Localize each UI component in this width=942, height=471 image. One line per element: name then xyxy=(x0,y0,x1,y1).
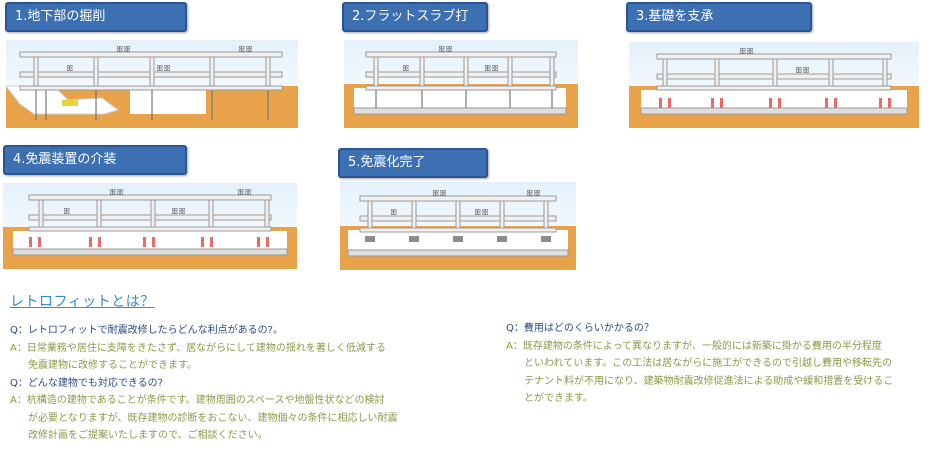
svg-text:ꕥꕥ: ꕥꕥ xyxy=(795,66,810,75)
step-1-diagram: ꕥꕥ ꕥ ꕥꕥ ꕥꕥ xyxy=(6,40,298,128)
step-3-diagram: ꕥꕥ ꕥꕥ xyxy=(629,42,919,128)
svg-text:ꕥꕥ: ꕥꕥ xyxy=(238,45,253,54)
svg-text:ꕥꕥ: ꕥꕥ xyxy=(484,64,499,73)
svg-text:ꕥꕥ: ꕥꕥ xyxy=(526,189,541,198)
section-title: レトロフィットとは？ xyxy=(10,294,155,310)
step-label: 1.地下部の掘削 xyxy=(5,2,187,32)
svg-text:ꕥ: ꕥ xyxy=(63,207,70,216)
svg-text:ꕥꕥ: ꕥꕥ xyxy=(432,189,447,198)
svg-text:ꕥꕥ: ꕥꕥ xyxy=(116,45,131,54)
question: Q：どんな建物でも対応できるの? xyxy=(10,377,163,389)
step-label: 2.フラットスラブ打 xyxy=(342,2,488,32)
question: Q：費用はどのくらいかかるの？ xyxy=(506,323,654,334)
answer-continued: 免震建物に改修することができます。 xyxy=(28,360,197,371)
svg-text:ꕥꕥ: ꕥꕥ xyxy=(438,45,453,54)
question: Q：レトロフィットで耐震改修したらどんな利点があるの?。 xyxy=(10,325,283,336)
answer: A：日常業務や居住に支障をきたさず、居ながらにして建物の揺れを著しく低減する xyxy=(10,342,386,354)
step-label: 3.基礎を支承 xyxy=(626,2,812,32)
answer-continued: とができます。 xyxy=(524,393,593,404)
step-5-diagram: ꕥꕥ ꕥ ꕥꕥ ꕥꕥ xyxy=(340,182,576,270)
answer-continued: 改修計画をご提案いたしますので、ご相談ください。 xyxy=(28,430,268,441)
svg-text:ꕥ: ꕥ xyxy=(402,64,409,73)
qa-right: Q：費用はどのくらいかかるの？ A：既存建物の条件によって異なりますが、一般的に… xyxy=(506,320,938,408)
svg-text:ꕥꕥ: ꕥꕥ xyxy=(109,188,124,197)
answer-continued: が必要となりますが、既存建物の診断をおこない、建物個々の条件に相応しい耐震 xyxy=(28,412,398,424)
answer-continued: といわれています。この工法は居ながらに施工ができるので引越し費用や移転先の xyxy=(524,358,892,369)
svg-text:ꕥꕥ: ꕥꕥ xyxy=(237,188,252,197)
answer: A：既存建物の条件によって異なりますが、一般的には新築に掛かる費用の半分程度 xyxy=(506,340,882,352)
step-label: 5.免震化完了 xyxy=(338,148,488,178)
svg-text:ꕥ: ꕥ xyxy=(390,208,397,217)
answer-continued: テナント料が不用になり、建築物耐震改修促進法による助成や緩和措置を受けるこ xyxy=(524,375,894,387)
step-4-diagram: ꕥꕥ ꕥ ꕥꕥ ꕥꕥ xyxy=(3,183,297,269)
step-label: 4.免震装置の介装 xyxy=(3,145,187,175)
svg-text:ꕥꕥ: ꕥꕥ xyxy=(171,207,186,216)
svg-text:ꕥꕥ: ꕥꕥ xyxy=(156,64,171,73)
svg-text:ꕥꕥ: ꕥꕥ xyxy=(739,47,754,56)
svg-text:ꕥꕥ: ꕥꕥ xyxy=(474,208,489,217)
answer: A：杭構造の建物であることが条件です。建物周囲のスペースや地盤性状などの検討 xyxy=(10,395,385,406)
step-2-diagram: ꕥ ꕥꕥ ꕥꕥ xyxy=(344,40,578,128)
qa-left: Q：レトロフィットで耐震改修したらどんな利点があるの?。 A：日常業務や居住に支… xyxy=(10,322,490,445)
svg-text:ꕥ: ꕥ xyxy=(66,64,73,73)
